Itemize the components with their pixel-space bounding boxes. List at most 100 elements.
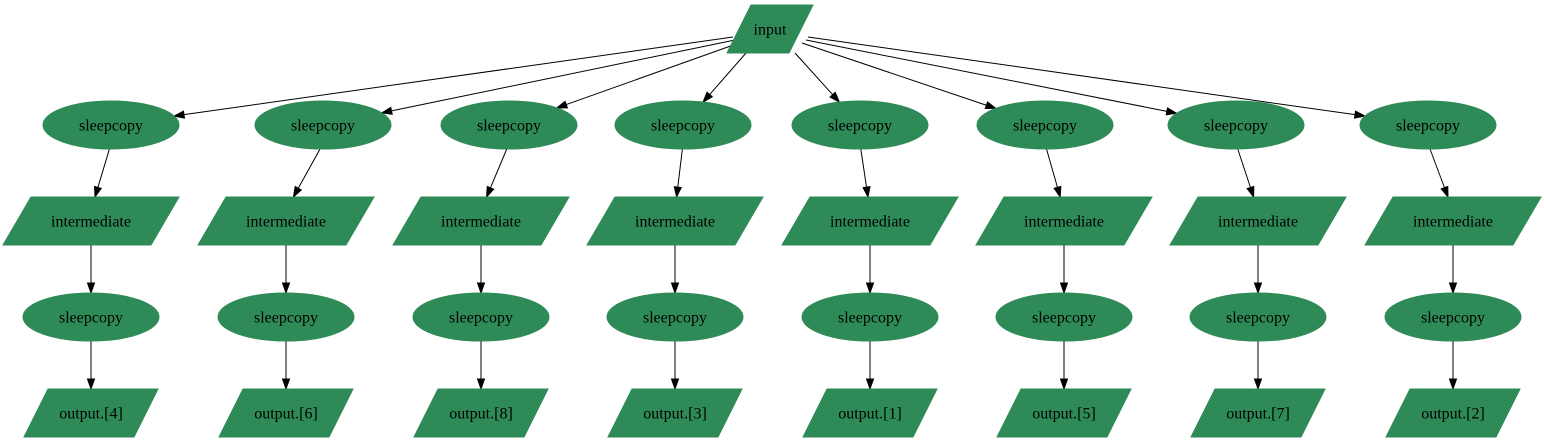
edge-sleepcopy-to-intermediate-8 — [1429, 148, 1449, 199]
sleepcopy-node-stage2: sleepcopy — [1384, 292, 1522, 342]
edge-input-to-sleepcopy-3 — [555, 42, 740, 109]
intermediate-node: intermediate — [1364, 196, 1542, 246]
sleepcopy-label: sleepcopy — [828, 118, 892, 135]
sleepcopy-node-stage2: sleepcopy — [217, 292, 355, 342]
sleepcopy-node-stage2: sleepcopy — [995, 292, 1133, 342]
edge-sleepcopy-to-output-6 — [1059, 341, 1069, 391]
intermediate-node: intermediate — [975, 196, 1153, 246]
intermediate-label: intermediate — [635, 214, 715, 231]
output-label: output.[5] — [1032, 406, 1096, 423]
sleepcopy-node-stage2: sleepcopy — [1189, 292, 1327, 342]
edge-input-to-sleepcopy-4 — [702, 52, 747, 104]
edge-sleepcopy-to-intermediate-7 — [1237, 148, 1255, 199]
output-node: output.[7] — [1190, 388, 1326, 438]
sleepcopy-node-stage1: sleepcopy — [791, 100, 929, 150]
sleepcopy-node-stage1: sleepcopy — [42, 100, 180, 150]
edge-input-to-sleepcopy-6 — [801, 42, 998, 110]
intermediate-node: intermediate — [392, 196, 570, 246]
sleepcopy-node-stage1: sleepcopy — [976, 100, 1114, 150]
sleepcopy-label: sleepcopy — [449, 310, 513, 327]
edge-intermediate-to-sleepcopy-5 — [865, 245, 875, 295]
intermediate-label: intermediate — [441, 214, 521, 231]
edge-sleepcopy-to-output-4 — [670, 341, 680, 391]
sleepcopy-label: sleepcopy — [1421, 310, 1485, 327]
sleepcopy-node-stage1: sleepcopy — [440, 100, 578, 150]
edge-sleepcopy-to-output-7 — [1253, 341, 1263, 391]
intermediate-label: intermediate — [1413, 214, 1493, 231]
edge-intermediate-to-sleepcopy-3 — [476, 245, 486, 295]
edge-sleepcopy-to-intermediate-6 — [1046, 148, 1062, 199]
output-node: output.[2] — [1385, 388, 1521, 438]
edge-intermediate-to-sleepcopy-1 — [86, 245, 96, 295]
sleepcopy-label: sleepcopy — [1396, 118, 1460, 135]
intermediate-label: intermediate — [246, 214, 326, 231]
edge-input-to-sleepcopy-5 — [794, 52, 841, 104]
edge-sleepcopy-to-intermediate-4 — [673, 148, 683, 199]
intermediate-node: intermediate — [197, 196, 375, 246]
edge-sleepcopy-to-intermediate-2 — [292, 148, 321, 199]
intermediate-node: intermediate — [586, 196, 764, 246]
sleepcopy-label: sleepcopy — [1204, 118, 1268, 135]
sleepcopy-label: sleepcopy — [1013, 118, 1077, 135]
nodes-layer: input sleepcopy intermediate sleepcopy outpu… — [2, 4, 1542, 438]
sleepcopy-label: sleepcopy — [651, 118, 715, 135]
output-label: output.[3] — [643, 406, 707, 423]
output-label: output.[2] — [1421, 406, 1485, 423]
output-label: output.[7] — [1226, 406, 1290, 423]
intermediate-label: intermediate — [51, 214, 131, 231]
edge-sleepcopy-to-output-8 — [1448, 341, 1458, 391]
output-label: output.[8] — [449, 406, 513, 423]
edge-sleepcopy-to-intermediate-5 — [860, 148, 871, 199]
sleepcopy-label: sleepcopy — [254, 310, 318, 327]
edges-layer — [86, 36, 1458, 391]
intermediate-label: intermediate — [1218, 214, 1298, 231]
sleepcopy-node-stage2: sleepcopy — [412, 292, 550, 342]
edge-intermediate-to-sleepcopy-8 — [1448, 245, 1458, 295]
edge-sleepcopy-to-output-2 — [281, 341, 291, 391]
sleepcopy-label: sleepcopy — [291, 118, 355, 135]
sleepcopy-node-stage2: sleepcopy — [801, 292, 939, 342]
sleepcopy-node-stage1: sleepcopy — [254, 100, 392, 150]
sleepcopy-label: sleepcopy — [1032, 310, 1096, 327]
edge-sleepcopy-to-intermediate-1 — [93, 148, 110, 199]
edge-sleepcopy-to-output-5 — [865, 341, 875, 391]
output-node: output.[4] — [23, 388, 159, 438]
edge-sleepcopy-to-output-1 — [86, 341, 96, 391]
edge-input-to-sleepcopy-7 — [805, 39, 1179, 116]
edge-input-to-sleepcopy-1 — [172, 36, 734, 119]
output-label: output.[6] — [254, 406, 318, 423]
sleepcopy-label: sleepcopy — [643, 310, 707, 327]
sleepcopy-node-stage1: sleepcopy — [1167, 100, 1305, 150]
intermediate-node: intermediate — [2, 196, 180, 246]
edge-intermediate-to-sleepcopy-2 — [281, 245, 291, 295]
edge-intermediate-to-sleepcopy-4 — [670, 245, 680, 295]
intermediate-label: intermediate — [1024, 214, 1104, 231]
sleepcopy-label: sleepcopy — [79, 118, 143, 135]
sleepcopy-node-stage2: sleepcopy — [22, 292, 160, 342]
output-node: output.[3] — [607, 388, 743, 438]
output-label: output.[1] — [838, 406, 902, 423]
output-node: output.[5] — [996, 388, 1132, 438]
edge-sleepcopy-to-intermediate-3 — [486, 148, 508, 199]
intermediate-label: intermediate — [830, 214, 910, 231]
output-node: output.[1] — [802, 388, 938, 438]
sleepcopy-node-stage1: sleepcopy — [614, 100, 752, 150]
sleepcopy-label: sleepcopy — [477, 118, 541, 135]
input-node: input — [726, 4, 814, 54]
intermediate-node: intermediate — [781, 196, 959, 246]
sleepcopy-label: sleepcopy — [1226, 310, 1290, 327]
edge-sleepcopy-to-output-3 — [476, 341, 486, 391]
intermediate-node: intermediate — [1169, 196, 1347, 246]
sleepcopy-node-stage1: sleepcopy — [1359, 100, 1497, 150]
edge-input-to-sleepcopy-2 — [380, 39, 736, 115]
edge-input-to-sleepcopy-8 — [807, 36, 1367, 119]
edge-intermediate-to-sleepcopy-6 — [1059, 245, 1069, 295]
sleepcopy-label: sleepcopy — [838, 310, 902, 327]
input-label: input — [754, 22, 787, 39]
sleepcopy-node-stage2: sleepcopy — [606, 292, 744, 342]
output-node: output.[8] — [413, 388, 549, 438]
edge-intermediate-to-sleepcopy-7 — [1253, 245, 1263, 295]
output-node: output.[6] — [218, 388, 354, 438]
sleepcopy-label: sleepcopy — [59, 310, 123, 327]
